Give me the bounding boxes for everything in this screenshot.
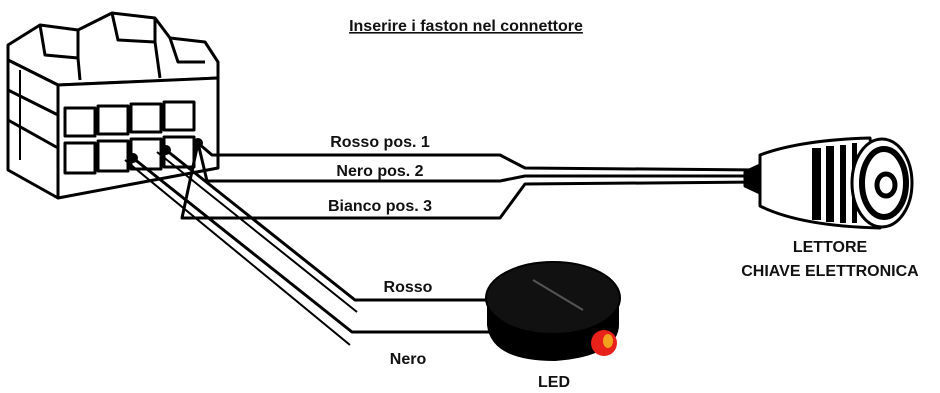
wire-reader-red (197, 141, 761, 172)
label-reader-red: Rosso pos. 1 (330, 134, 430, 151)
wire-reader-white (180, 142, 761, 220)
led-label: LED (538, 374, 570, 391)
label-reader-white: Bianco pos. 3 (328, 198, 432, 215)
label-reader-black: Nero pos. 2 (336, 163, 423, 180)
led-cable (124, 148, 492, 346)
wire-led-red (165, 148, 492, 302)
label-led-black: Nero (390, 351, 427, 368)
reader-cable (180, 141, 761, 220)
reader-label-line2: CHIAVE ELETTRONICA (741, 263, 919, 280)
led-device (485, 261, 621, 362)
led-light (591, 330, 617, 356)
key-reader (738, 136, 914, 230)
wire-reader-black (196, 142, 760, 183)
diagram-title: Inserire i faston nel connettore (349, 18, 583, 35)
connector-block (6, 11, 220, 200)
label-led-red: Rosso (384, 279, 433, 296)
reader-label-line1: LETTORE (793, 239, 868, 256)
wire-led-black (132, 156, 492, 334)
